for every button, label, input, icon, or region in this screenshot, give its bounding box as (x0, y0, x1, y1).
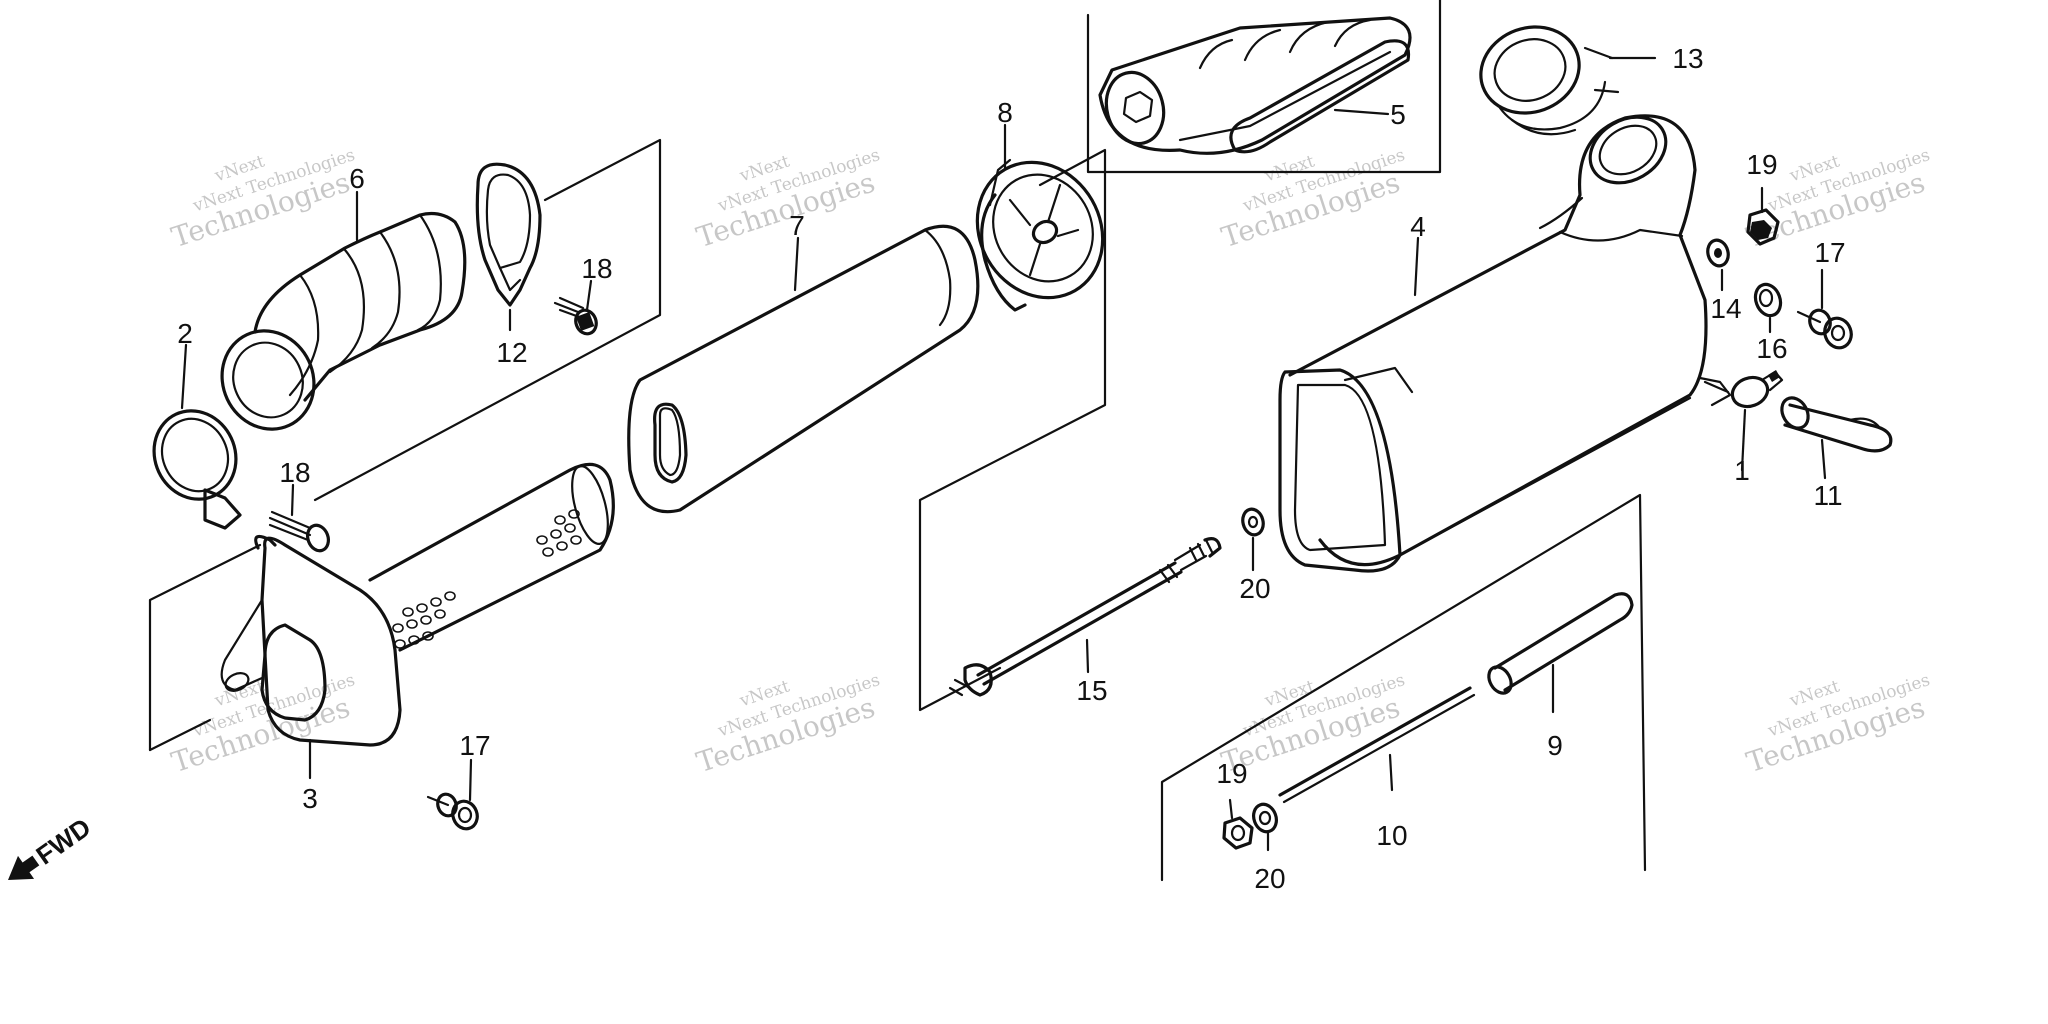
watermark: vNext vNext Technologies Technologies (167, 145, 357, 254)
part-labels: 6 2 12 18 18 3 17 7 8 15 20 4 5 13 9 10 … (177, 43, 1845, 894)
group-frame-center (918, 148, 1107, 712)
perforations (392, 509, 582, 649)
part-label-6: 6 (349, 163, 365, 194)
washer-part-14 (1706, 238, 1730, 268)
watermark: vNext vNext Technologies Technologies (1742, 670, 1932, 779)
intake-duct-part-6 (220, 211, 467, 431)
group-frame-bottom (1160, 493, 1647, 882)
part-label-7: 7 (789, 210, 805, 241)
watermark: vNext vNext Technologies Technologies (692, 145, 882, 254)
group-frame-left (148, 138, 662, 752)
part-label-8: 8 (997, 97, 1013, 128)
rod-part-10 (1278, 686, 1476, 804)
part-label-1: 1 (1734, 455, 1750, 486)
intake-silencer-part-5 (1098, 16, 1412, 155)
part-label-14: 14 (1710, 293, 1741, 324)
cover-part-3 (220, 462, 615, 747)
collar-part-16 (1753, 282, 1783, 318)
fwd-label: FWD (31, 812, 97, 871)
part-label-5: 5 (1390, 99, 1406, 130)
stud-part-15 (948, 537, 1222, 697)
bolt-part-17-right (1796, 308, 1853, 350)
part-label-4: 4 (1410, 211, 1426, 242)
part-label-18-lower: 18 (279, 457, 310, 488)
fwd-arrow-icon: FWD (8, 812, 97, 880)
part-label-20-lower: 20 (1254, 863, 1285, 894)
part-label-20-upper: 20 (1239, 573, 1270, 604)
part-label-17-left: 17 (459, 730, 490, 761)
clip-part-1 (1703, 370, 1784, 409)
part-label-12: 12 (496, 337, 527, 368)
part-label-10: 10 (1376, 820, 1407, 851)
part-label-17-right: 17 (1814, 237, 1845, 268)
part-label-11: 11 (1813, 480, 1842, 511)
watermark: vNext vNext Technologies Technologies (692, 670, 882, 779)
tube-part-9 (1487, 592, 1634, 695)
washer-part-20-upper (1241, 507, 1265, 537)
part-label-2: 2 (177, 318, 193, 349)
rubber-boot-part-13 (1479, 25, 1620, 136)
part-label-16: 16 (1756, 333, 1787, 364)
part-label-15: 15 (1076, 675, 1107, 706)
element-holder-part-8 (975, 158, 1105, 312)
watermark: vNext vNext Technologies Technologies (167, 670, 357, 779)
leader-lines (180, 56, 1827, 852)
group-frame-top (1086, 0, 1442, 174)
part-label-3: 3 (302, 783, 318, 814)
drain-tube-part-11 (1780, 396, 1893, 453)
part-label-19-lower: 19 (1216, 758, 1247, 789)
part-label-18-upper: 18 (581, 253, 612, 284)
air-cleaner-case-part-4 (1278, 114, 1732, 573)
part-label-13: 13 (1672, 43, 1703, 74)
band-part-2 (152, 409, 242, 530)
screw-part-18-lower (268, 510, 330, 553)
part-label-19-upper: 19 (1746, 149, 1777, 180)
nut-part-19-lower (1222, 816, 1254, 850)
filter-element-part-7 (627, 224, 980, 514)
nut-part-19-upper (1746, 208, 1780, 246)
screw-part-18-upper (553, 296, 598, 336)
washer-part-20-lower (1252, 802, 1278, 834)
part-label-9: 9 (1547, 730, 1563, 761)
bolt-part-17-left (426, 792, 479, 831)
band-part-12 (475, 162, 542, 307)
watermark: vNext vNext Technologies Technologies (1217, 145, 1407, 254)
